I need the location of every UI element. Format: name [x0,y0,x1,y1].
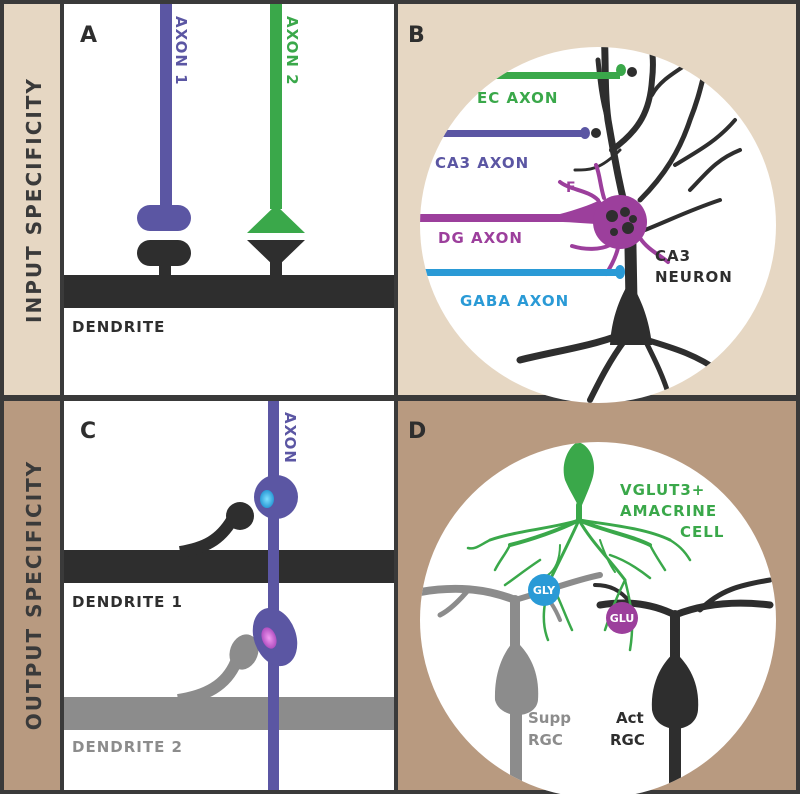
axon-2 [270,4,282,209]
glu-synapse [606,602,638,634]
ec-axon-label: EC AXON [477,89,558,107]
ca3-axon [420,130,585,137]
thorny-excrescences [606,207,637,236]
panel-c-letter: C [80,419,96,444]
dendrite-1-spine-head [226,502,254,530]
dendrite-2-spine-neck [177,659,242,706]
axon-bouton-1 [254,475,298,519]
amacrine-label-3: CELL [680,523,724,541]
axon-1-spine-head [137,240,191,266]
amacrine-label-1: VGLUT3+ [620,481,705,499]
ca3-spine [591,128,601,138]
act-rgc-label-1: Act [616,709,644,727]
dendrite-1 [64,550,394,583]
divider-label-c [60,401,64,790]
row-label-input: INPUT SPECIFICITY [22,77,46,323]
dendrite-1-spine-neck [178,516,238,558]
axon-2-bouton [247,205,305,233]
panel-a-letter: A [80,23,97,48]
gly-synapse [528,574,560,606]
ec-spine [627,67,637,77]
axon-1 [160,4,172,212]
panel-a-bg [64,4,394,395]
ca3-axon-bouton [580,127,590,139]
f-label: F [566,180,576,196]
axon-2-spine-neck [270,262,282,276]
act-rgc-label-2: RGC [610,731,645,749]
ca3-axon-label: CA3 AXON [435,154,529,172]
dendrite-2 [64,697,394,730]
act-rgc-axon [669,722,681,794]
divider-label-a [60,4,64,395]
dendrite-1-label: DENDRITE 1 [72,593,183,611]
gaba-axon [420,269,620,276]
panel-c-axon-label: AXON [281,412,299,464]
panel-d-letter: D [408,419,426,444]
glu-label: GLU [610,612,635,625]
dg-axon-label: DG AXON [438,229,523,247]
divider-ab [394,4,398,395]
row-label-output: OUTPUT SPECIFICITY [22,460,46,731]
panel-a-dendrite-label: DENDRITE [72,318,165,336]
axon-2-spine-head [247,240,305,268]
dg-terminal-processes [558,163,670,276]
ca3-neuron-label-2: NEURON [655,268,733,286]
supp-rgc-axon [510,710,522,794]
supp-rgc-soma [494,640,539,715]
ca3-neuron-label-1: CA3 [655,247,691,265]
panel-b-letter: B [408,23,425,48]
ca3-soma [610,280,652,345]
ec-axon-bouton [616,64,626,76]
amacrine-soma [563,442,595,510]
gaba-axon-label: GABA AXON [460,292,569,310]
supp-rgc-label-1: Supp [528,709,571,727]
act-rgc-soma [651,652,699,729]
axon-1-spine-neck [159,262,171,276]
dg-terminal [593,195,647,249]
panel-a-dendrite [64,275,394,308]
axon-bouton-1-vesicles [260,490,274,508]
divider-cd [394,401,398,790]
supp-rgc-label-2: RGC [528,731,563,749]
axon-2-label: AXON 2 [283,16,301,86]
amacrine-label-2: AMACRINE [620,502,717,520]
dendrite-2-label: DENDRITE 2 [72,738,183,756]
panel-c-axon [268,401,279,790]
axon-1-bouton [137,205,191,231]
dendrite-2-spine-head [229,634,259,670]
dg-axon [420,200,620,225]
axon-1-label: AXON 1 [172,16,190,86]
panel-d-circle [420,442,776,794]
ec-axon [420,72,620,79]
axon-bouton-2-vesicles [261,627,277,649]
gaba-axon-bouton [615,265,625,279]
gly-label: GLY [533,584,556,597]
